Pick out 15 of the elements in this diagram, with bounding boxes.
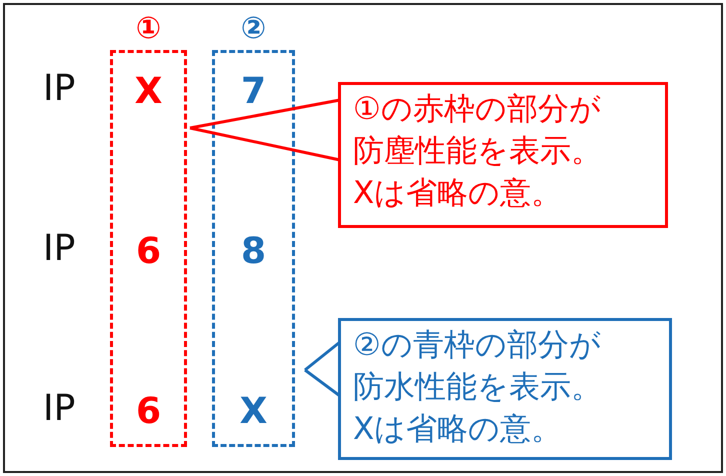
code-digit: 6 xyxy=(113,391,184,432)
code-digit: 7 xyxy=(215,71,292,112)
code-digit: 6 xyxy=(113,231,184,272)
code-digit: X xyxy=(113,71,184,112)
callout-text: ②の青枠の部分が防水性能を表示。Xは省略の意。 xyxy=(353,326,603,449)
code-digit: X xyxy=(215,391,292,432)
code-digit: 8 xyxy=(215,231,292,272)
ip-label: IP xyxy=(43,388,76,429)
frame-number: ① xyxy=(134,11,162,46)
callout-box xyxy=(338,318,672,460)
frame-number: ② xyxy=(240,11,268,46)
callout-box xyxy=(338,82,668,228)
ip-label: IP xyxy=(43,68,76,109)
ip-label: IP xyxy=(43,228,76,269)
callout-text: ①の赤枠の部分が防塵性能を表示。Xは省略の意。 xyxy=(353,90,603,213)
